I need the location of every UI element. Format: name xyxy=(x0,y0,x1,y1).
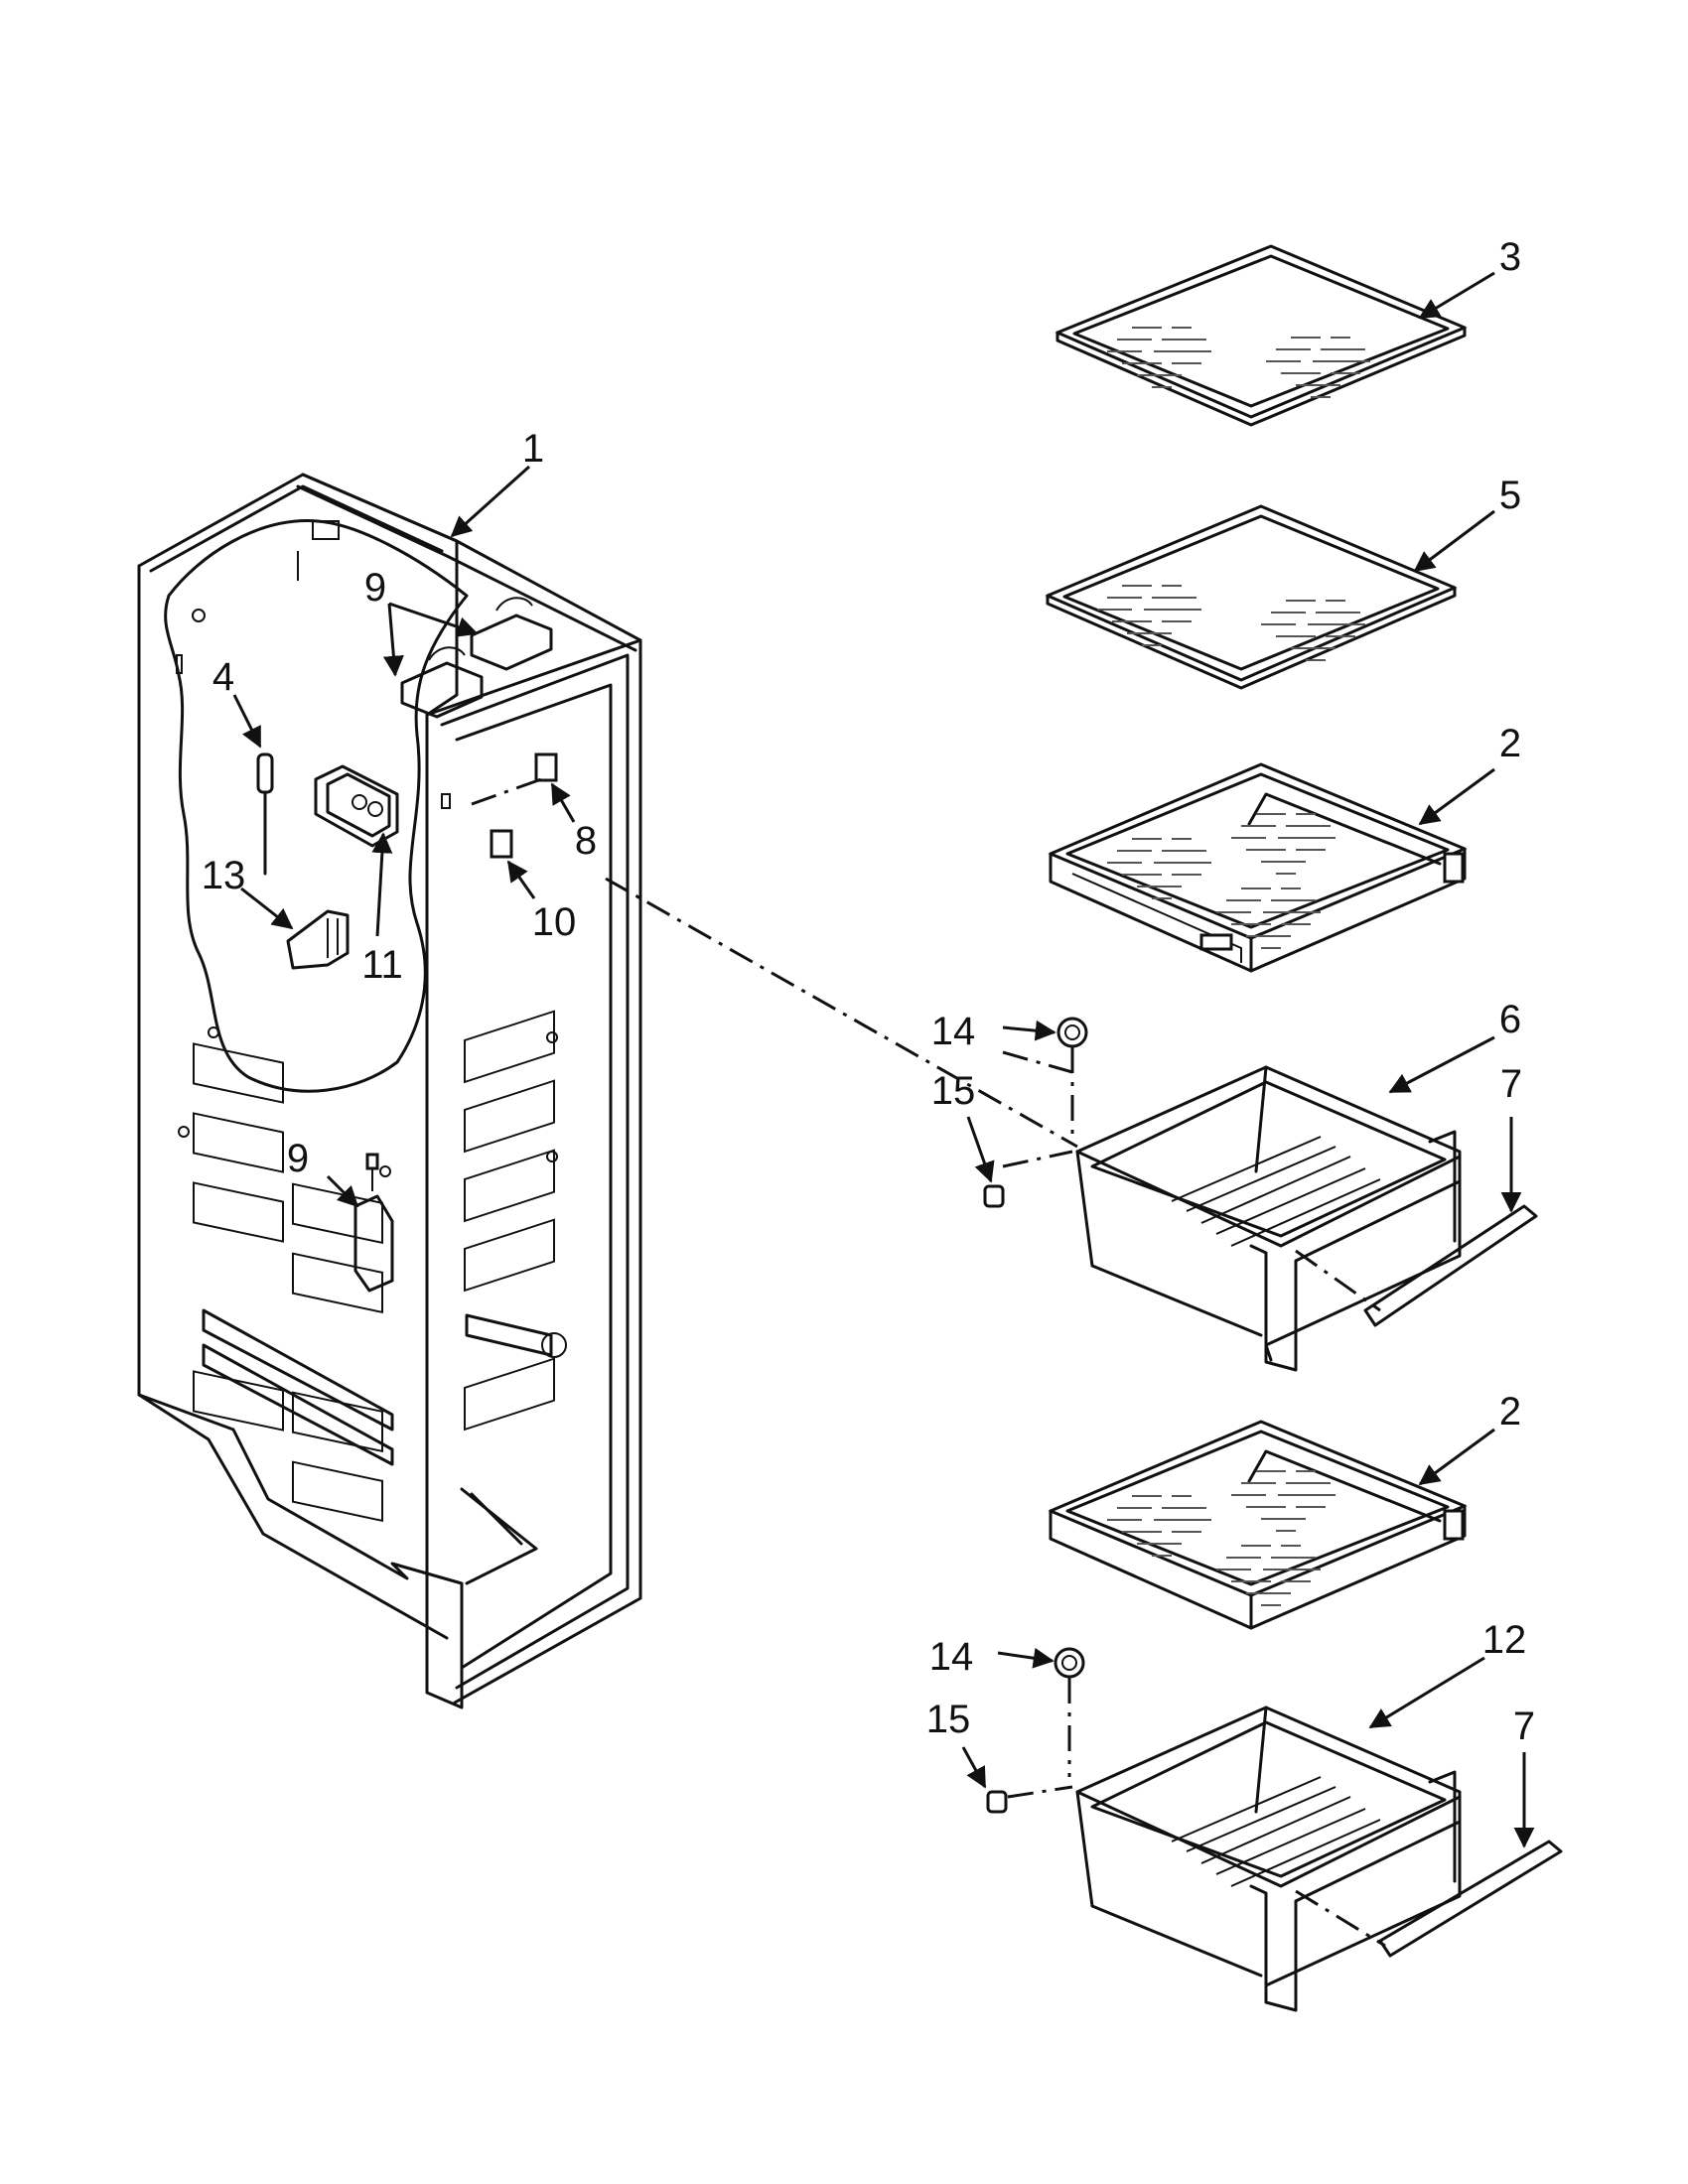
callout-15-lower: 15 xyxy=(926,1698,971,1741)
slide-rails xyxy=(1363,1204,1563,1958)
callout-7-lower: 7 xyxy=(1513,1705,1535,1748)
callout-14-upper: 14 xyxy=(931,1010,976,1053)
callout-6: 6 xyxy=(1499,998,1521,1041)
lamp-sockets-top xyxy=(400,597,553,719)
crisper-pan-lower xyxy=(1075,1706,1462,2012)
callout-14-lower: 14 xyxy=(929,1635,974,1679)
callout-9-lower: 9 xyxy=(287,1137,309,1180)
rollers-and-screws xyxy=(983,1017,1088,1814)
callout-13: 13 xyxy=(202,854,246,897)
shelf-with-frame-lower xyxy=(1048,1420,1468,1630)
callout-1: 1 xyxy=(522,427,544,471)
air-diffuser xyxy=(286,909,350,970)
crisper-pan-upper xyxy=(1075,1065,1462,1372)
callout-2-upper: 2 xyxy=(1499,722,1521,765)
lamp-socket-lower xyxy=(353,1153,394,1293)
callout-15-upper: 15 xyxy=(931,1069,976,1113)
callout-numbers: 1 3 5 2 6 7 2 12 7 4 9 9 8 10 11 13 14 1… xyxy=(202,235,1535,1748)
callout-2-lower: 2 xyxy=(1499,1390,1521,1433)
callout-4: 4 xyxy=(212,655,234,699)
leader-lines xyxy=(232,271,1535,1848)
glass-shelf-second xyxy=(1045,504,1458,690)
callout-3: 3 xyxy=(1499,235,1521,279)
callout-10: 10 xyxy=(532,900,577,944)
shelf-with-frame-upper xyxy=(1048,762,1468,973)
thermistor xyxy=(256,752,274,876)
callout-12: 12 xyxy=(1482,1618,1527,1662)
light-housing xyxy=(314,764,399,848)
callout-9-top: 9 xyxy=(364,566,386,610)
callout-8: 8 xyxy=(575,819,597,863)
callout-7-upper: 7 xyxy=(1500,1062,1522,1106)
glass-shelf-top xyxy=(1055,244,1468,427)
callout-5: 5 xyxy=(1499,474,1521,517)
assembly-lines xyxy=(471,777,1386,1948)
refrigerator-liner xyxy=(137,473,642,1709)
callout-11: 11 xyxy=(361,943,403,987)
door-switches xyxy=(490,752,558,859)
